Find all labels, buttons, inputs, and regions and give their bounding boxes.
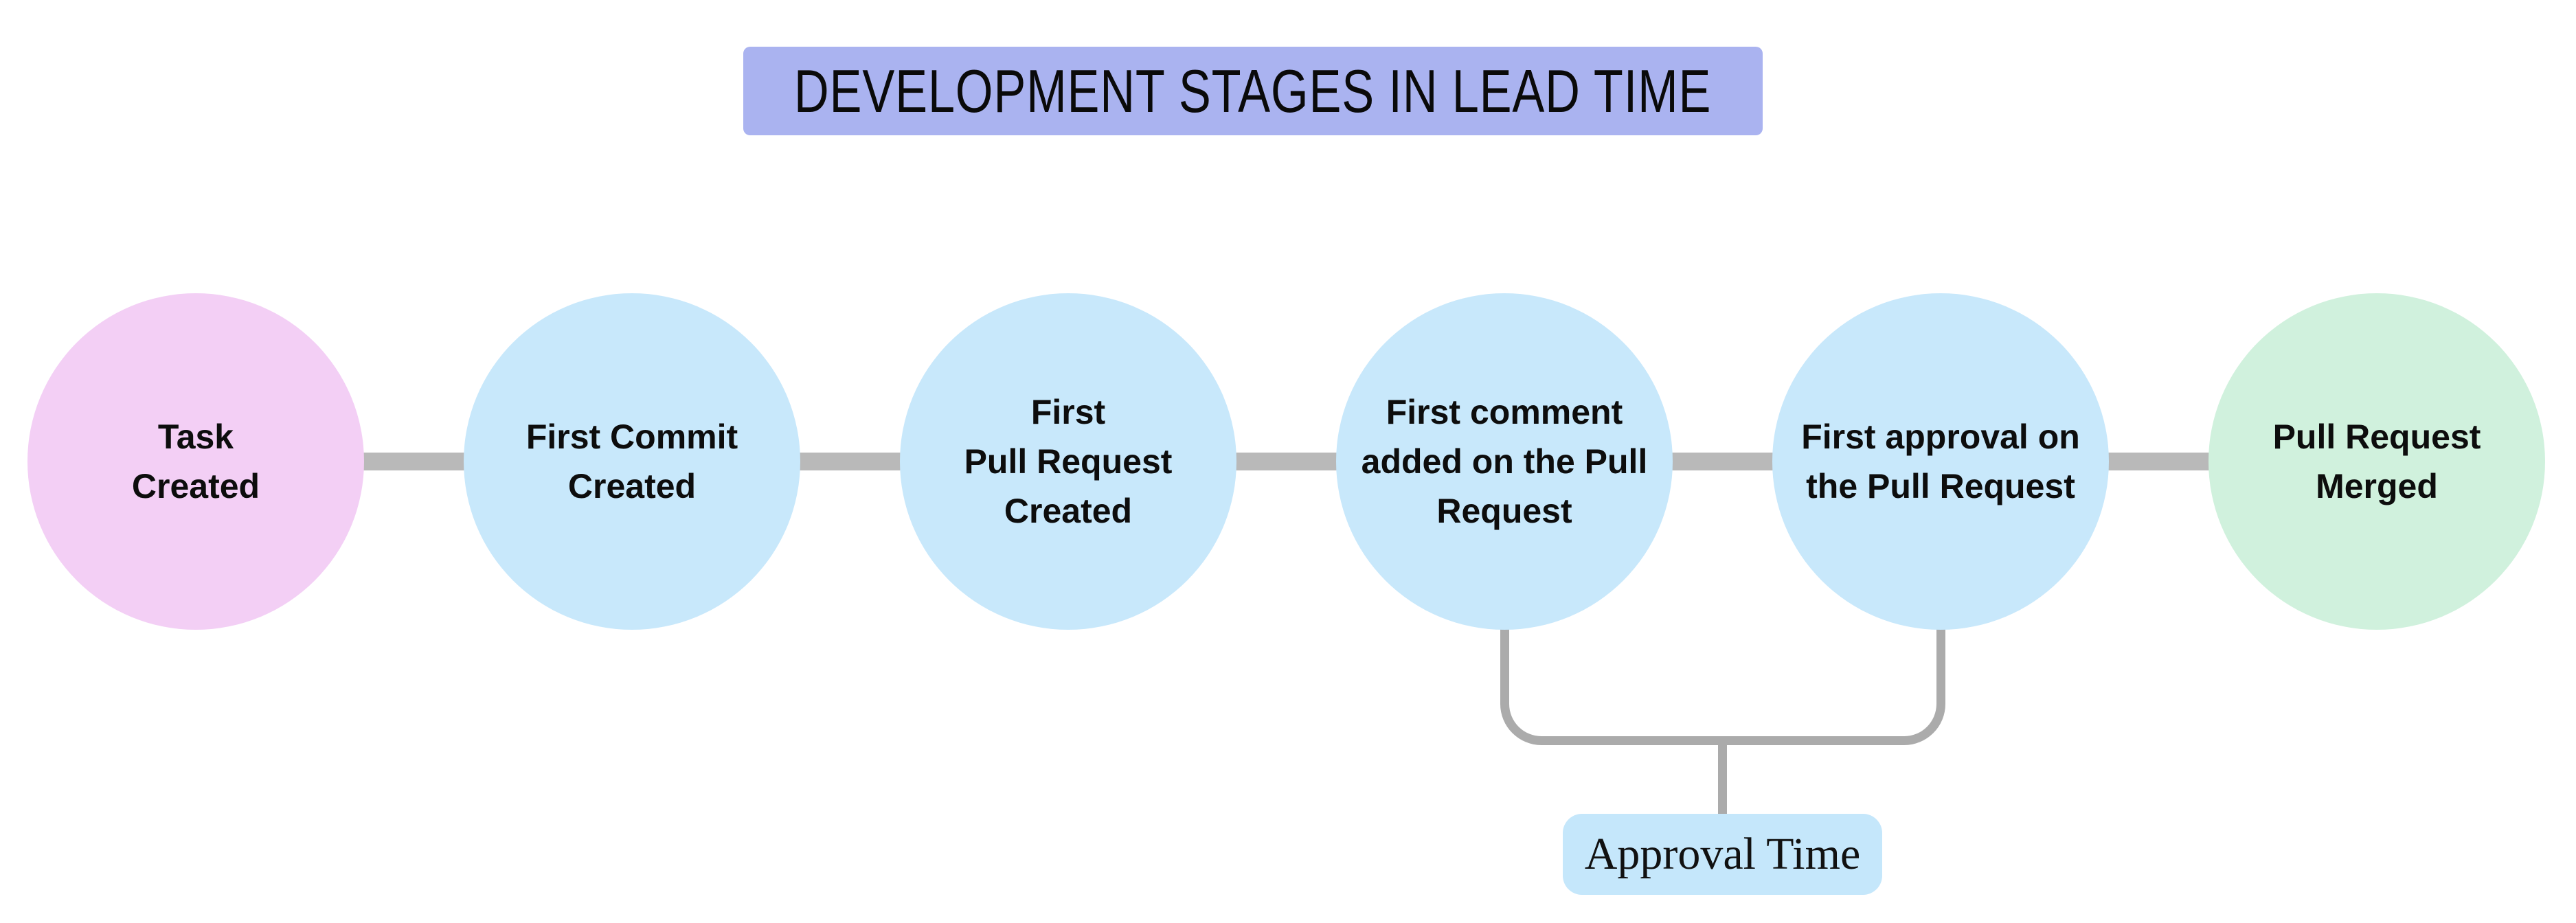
stage-node-task-created: Task Created (27, 293, 364, 630)
stage-label-line: Pull Request (2272, 418, 2481, 456)
stage-label-line: Pull Request (964, 442, 1173, 481)
stage-label-line: First approval on (1801, 418, 2080, 456)
stage-node-first-commit: First Commit Created (464, 293, 800, 630)
stage-label-line: Created (131, 467, 260, 505)
stage-label-line: Created (567, 467, 697, 505)
stage-label: Task Created (132, 412, 260, 511)
stage-label-line: First (1030, 393, 1106, 431)
stage-node-first-comment: First comment added on the Pull Request (1336, 293, 1673, 630)
diagram-title-bar: DEVELOPMENT STAGES IN LEAD TIME (743, 47, 1763, 135)
stage-label-line: Request (1436, 492, 1572, 530)
stage-label-line: First comment (1386, 393, 1623, 431)
stage-label: First Commit Created (526, 412, 738, 511)
stage-label-line: the Pull Request (1806, 467, 2075, 505)
stage-node-first-approval: First approval on the Pull Request (1772, 293, 2109, 630)
stage-node-first-pull-request: First Pull Request Created (900, 293, 1236, 630)
approval-time-box: Approval Time (1563, 814, 1882, 895)
approval-time-bracket-stem (1718, 744, 1727, 815)
stage-label-line: First Commit (526, 418, 738, 456)
diagram-title: DEVELOPMENT STAGES IN LEAD TIME (794, 56, 1712, 125)
stage-node-pull-request-merged: Pull Request Merged (2208, 293, 2545, 630)
stage-label: First comment added on the Pull Request (1362, 387, 1648, 536)
stage-label: Pull Request Merged (2273, 412, 2481, 511)
stage-label-line: Created (1004, 492, 1133, 530)
stage-label: First approval on the Pull Request (1801, 412, 2080, 511)
approval-time-label: Approval Time (1584, 829, 1861, 879)
stage-label-line: Merged (2316, 467, 2438, 505)
stage-label: First Pull Request Created (964, 387, 1173, 536)
approval-time-bracket (1500, 622, 1945, 745)
stage-label-line: Task (157, 418, 234, 456)
stage-label-line: added on the Pull (1361, 442, 1648, 481)
